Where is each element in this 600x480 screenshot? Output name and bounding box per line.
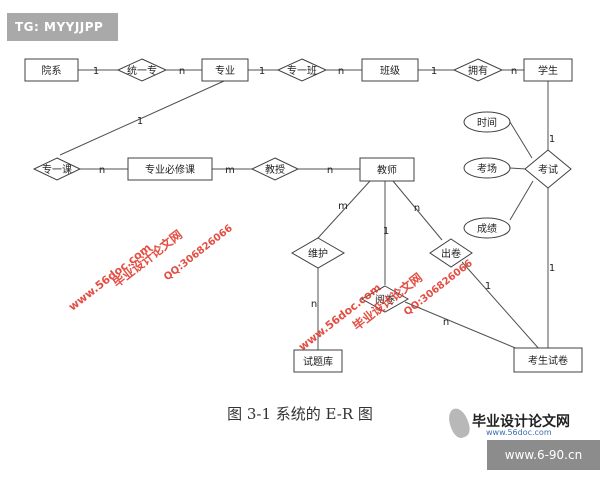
entity-label-class: 班级 <box>380 65 400 77</box>
cardinality-label: 1 <box>485 281 491 292</box>
relationship-diamond-r2 <box>276 58 328 82</box>
edge <box>509 121 533 159</box>
relationship-label-r5: 教授 <box>265 163 285 176</box>
cardinality-label: 1 <box>259 66 265 77</box>
cardinality-label: m <box>338 201 348 212</box>
relationship-label-r4: 专一课 <box>42 163 72 176</box>
entity-box-dept <box>24 58 79 82</box>
cardinality-label: 1 <box>549 134 555 145</box>
relationship-diamond-r3 <box>452 58 504 82</box>
cardinality-label: n <box>511 66 517 77</box>
cardinality-label: 1 <box>383 226 389 237</box>
watermark-tag: TG: MYYJJPP <box>7 13 118 41</box>
cardinality-label: n <box>414 203 420 214</box>
relationship-label-r2: 专一班 <box>287 64 317 77</box>
entity-box-teacher <box>359 157 415 182</box>
entity-label-teacher: 教师 <box>377 164 397 177</box>
cardinality-label: n <box>311 299 317 310</box>
relationship-diamond-r4 <box>32 157 82 181</box>
relationship-diamond-r9 <box>360 285 410 313</box>
edge <box>59 80 225 156</box>
site-logo-url: www.56doc.com <box>486 428 552 437</box>
relationship-label-r1: 统一专 <box>127 64 157 77</box>
entity-box-student <box>523 58 573 82</box>
attribute-ellipse-a3 <box>463 217 511 239</box>
cardinality-label: 1 <box>137 116 143 127</box>
relationship-diamond-r1 <box>116 58 168 82</box>
relationship-label-r7: 维护 <box>308 247 328 260</box>
attribute-ellipse-a1 <box>463 111 511 133</box>
attribute-label-a1: 时间 <box>477 116 497 129</box>
corner-watermark-url: www.6-90.cn <box>487 440 600 470</box>
entity-label-bank: 试题库 <box>303 355 333 368</box>
edge <box>392 180 443 241</box>
entity-label-paper: 考生试卷 <box>528 354 568 367</box>
entity-label-student: 学生 <box>538 64 558 77</box>
cardinality-label: 1 <box>93 66 99 77</box>
cardinality-label: n <box>443 317 449 328</box>
entity-box-bank <box>293 349 343 373</box>
edge <box>461 261 541 351</box>
cardinality-label: n <box>338 66 344 77</box>
overlay-watermark-text: www.56doc.com <box>66 241 154 313</box>
relationship-label-r3: 拥有 <box>468 64 488 77</box>
entity-box-course <box>127 157 213 181</box>
relationship-diamond-r6 <box>524 149 572 189</box>
site-logo-text: 毕业设计论文网 <box>472 414 570 430</box>
relationship-label-r8: 出卷 <box>441 247 461 260</box>
attribute-label-a2: 考场 <box>477 162 497 175</box>
edge <box>404 301 526 353</box>
cardinality-label: 1 <box>431 66 437 77</box>
entity-box-major <box>201 58 249 82</box>
edge <box>509 167 527 170</box>
relationship-diamond-r8 <box>429 238 473 268</box>
figure-caption: 图 3-1 系统的 E-R 图 <box>227 405 373 423</box>
cardinality-label: n <box>327 165 333 176</box>
relationship-diamond-r5 <box>250 157 300 181</box>
entity-label-dept: 院系 <box>42 64 62 77</box>
relationship-diamond-r7 <box>290 237 346 269</box>
entity-box-paper <box>513 347 583 373</box>
cardinality-label: 1 <box>549 263 555 274</box>
overlay-watermark-text: 毕业设计论文网 <box>110 227 185 291</box>
edge <box>317 180 371 239</box>
relationship-label-r6: 考试 <box>538 163 558 176</box>
entity-label-major: 专业 <box>215 64 235 77</box>
cardinality-label: n <box>99 165 105 176</box>
entity-box-class <box>361 58 419 82</box>
attribute-label-a3: 成绩 <box>477 222 497 235</box>
entity-label-course: 专业必修课 <box>145 163 195 176</box>
relationship-label-r9: 阅卷 <box>375 293 395 306</box>
edge <box>509 180 534 221</box>
cardinality-label: n <box>179 66 185 77</box>
attribute-ellipse-a2 <box>463 157 511 179</box>
cardinality-label: m <box>225 165 235 176</box>
